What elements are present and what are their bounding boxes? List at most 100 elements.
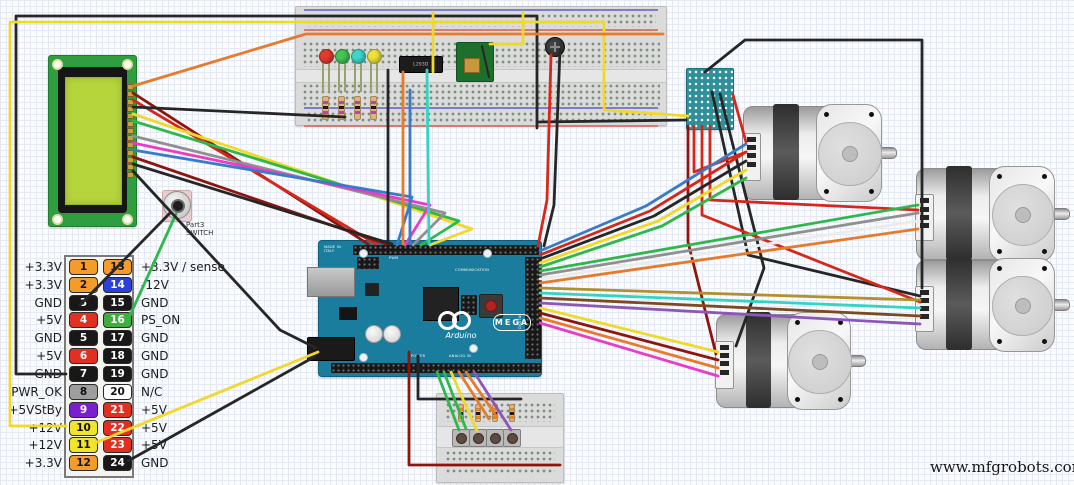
resistor [338,96,345,120]
atx-right-label: +3.3V / sense [141,259,225,274]
green-led [335,49,350,64]
motor-band [745,312,771,408]
stepper-motor-2 [915,166,1070,262]
green-module [456,42,494,82]
mount-screw-hole [823,112,829,117]
power-analog-header-bottom [331,363,541,373]
button-cap [490,433,501,444]
resistor-band [476,416,480,419]
connector-pin [720,353,729,359]
motor-face-circle [991,183,1054,247]
wire-cyan-46 [538,291,922,310]
motor-faceplate [787,312,852,410]
resistor-band [371,101,376,104]
atx-pin-4: 4 [69,312,98,329]
atx-pin-24: 24 [103,455,132,472]
resistor-band [323,111,328,114]
lcd-pin-12 [127,164,134,171]
switch-label: Part3 SWITCH [186,221,214,237]
mounting-hole [359,249,368,258]
atx-right-label: N/C [141,384,163,399]
mount-screw-hole [795,320,801,325]
push-button-2 [469,429,487,447]
lcd-pin-3 [127,98,134,105]
mounting-hole [359,353,368,362]
mount-screw-hole [1041,249,1047,254]
lcd-pin-8 [127,135,134,142]
button-cap [473,433,484,444]
stepper-motor-1 [742,104,897,202]
wire-green-12 [131,119,461,247]
atx-pin-11: 11 [69,437,98,454]
atx-pin-12: 12 [69,455,98,472]
wire-orange-51 [538,316,720,370]
lcd-pin-2 [127,91,134,98]
mounting-hole [122,214,133,225]
resistor-band [510,408,514,411]
connector-pin [747,161,756,167]
motor-connector [715,340,734,389]
connector-pin [920,198,929,204]
resistor-band [459,408,463,411]
capacitor [383,325,401,343]
resistor-band [476,412,480,415]
resistor-band [323,101,328,104]
stepper-motor-4 [715,312,866,410]
atx-pin-2: 2 [69,276,98,293]
atx-pin-8: 8 [69,383,98,400]
resistor [475,404,481,422]
lcd-screen [65,77,122,205]
motor-band [773,104,800,200]
mount-screw-hole [868,112,874,117]
atx-right-label: GND [141,349,169,364]
atx-pin-7: 7 [69,365,98,382]
lcd-module [48,55,137,227]
digital-header-right [525,257,541,359]
led-leg [360,60,362,92]
tie-point-holes [445,450,555,474]
motor-connector [915,194,934,242]
made-in-label: MADE IN ITALY [324,245,342,254]
rail-line-red [304,29,658,31]
resistor-band [323,106,328,109]
resistor-band [371,106,376,109]
atx-pin-1: 1 [69,258,98,275]
mount-screw-hole [838,320,844,325]
resistor-band [510,416,514,419]
mount-screw-hole [1041,266,1047,271]
atx-left-label: +3.3V [24,277,62,292]
communication-label: COMMUNICATION [455,268,490,273]
mount-screw-hole [1041,174,1047,179]
module-component [464,58,480,73]
mount-screw-hole [996,249,1002,254]
push-button-1 [452,429,470,447]
atx-left-label: +5V [36,313,62,328]
connector-pin [747,153,756,159]
lcd-pin-11 [127,157,134,163]
resistor-band [339,101,344,104]
wire-black-38 [538,159,748,261]
mount-screw-hole [823,189,829,194]
resistor-band [355,101,360,104]
atx-right-label: +5V [141,402,167,417]
atx-left-label: +12V [28,420,62,435]
mega-model-badge: MEGA [493,314,531,331]
resistor-band [476,408,480,411]
resistor-band [493,412,497,415]
atx-right-label: GND [141,295,169,310]
led-leg [338,60,340,92]
wire-red-37 [538,150,748,257]
atx-right-label: -12V [141,277,169,292]
usb-connector [307,267,355,297]
atx-pin-14: 14 [103,276,132,293]
motor-connector [915,285,934,332]
red-led [319,49,334,64]
mounting-hole [52,59,63,70]
lcd-pin-7 [127,127,134,134]
wire-green-40 [538,176,748,269]
wire-magenta-52 [538,321,720,378]
lcd-pin-9 [127,142,134,149]
